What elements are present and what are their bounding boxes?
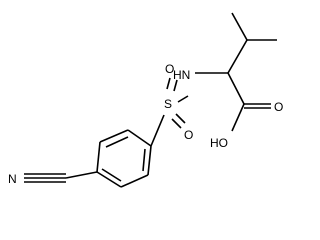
amine-hn-label: HN [173,68,190,82]
valine-side-chain [227,12,277,74]
amine-group: HN [173,68,228,82]
carboxyl-group: O HO [210,72,283,150]
hydroxyl-label: HO [210,136,228,150]
sulfonyl-o-bottom-label: O [184,128,193,142]
benzene-ring [96,129,152,188]
carbonyl-o-label: O [274,100,283,114]
sulfonyl-s-label: S [164,97,172,111]
sulfonyl-o-top-label: O [165,62,174,76]
nitrile-group: N [8,171,98,186]
sulfonyl-group: S O O [150,62,193,147]
structure-diagram: N S O O HN O HO [8,12,283,188]
nitrile-n-label: N [8,172,17,186]
